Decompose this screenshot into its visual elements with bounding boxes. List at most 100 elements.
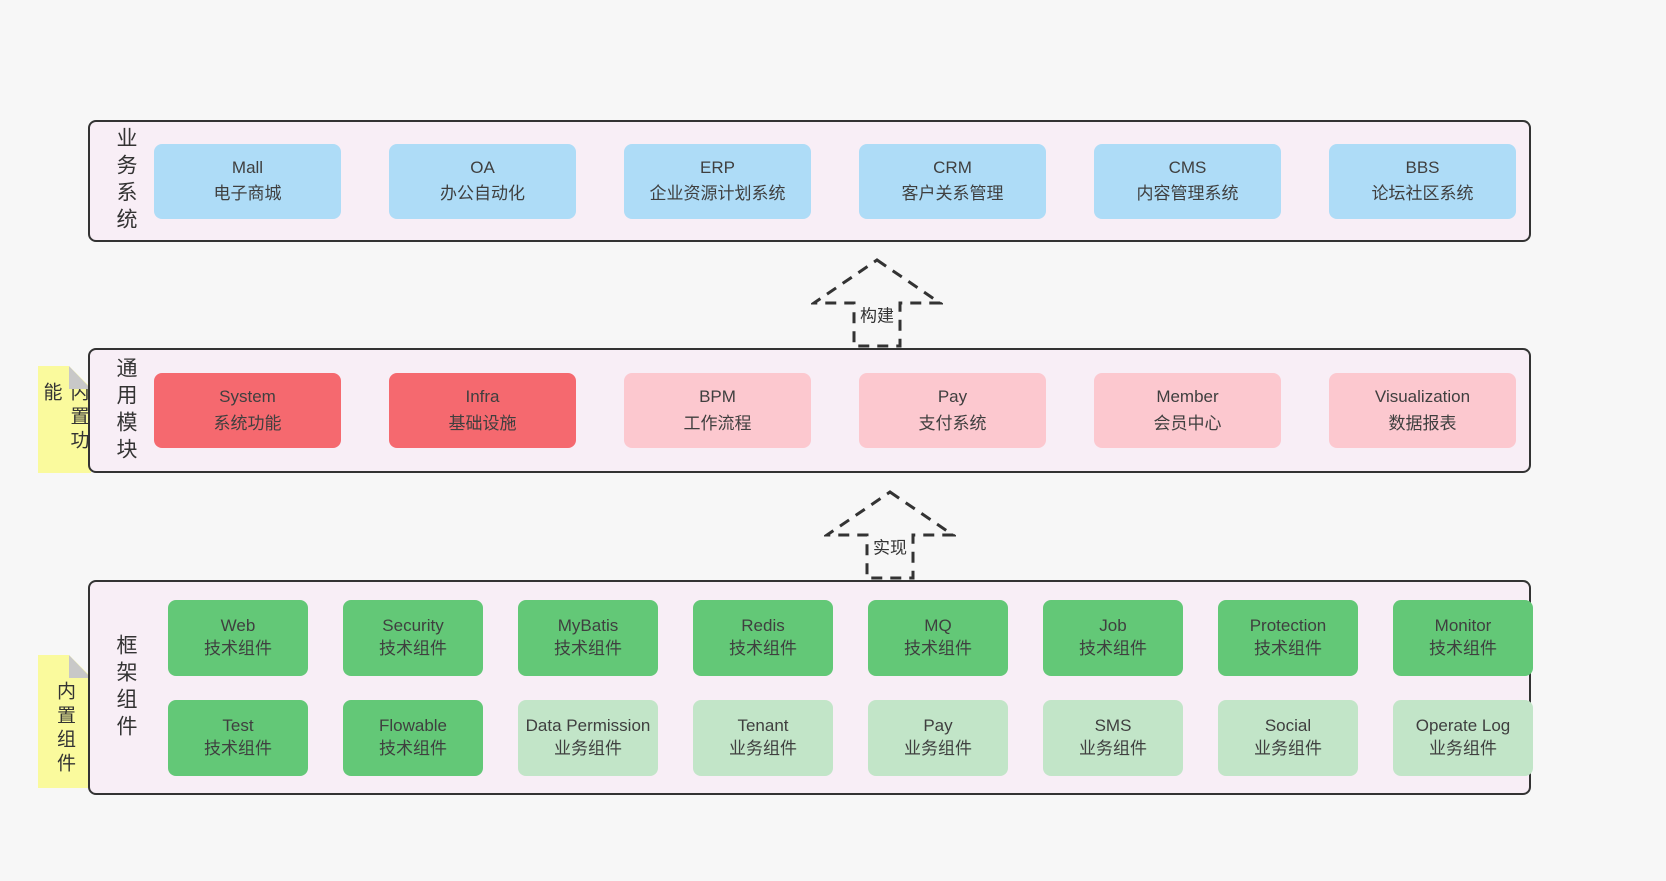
layer-label: 通用模块	[114, 356, 137, 465]
up-arrow-icon	[811, 258, 943, 348]
layer-label: 框架组件	[114, 633, 137, 742]
box-title: Test	[222, 716, 254, 736]
box-subtitle: 论坛社区系统	[1371, 184, 1474, 203]
box-subtitle: 客户关系管理	[901, 184, 1004, 203]
box-title: CRM	[933, 157, 972, 177]
component-box-social: Social 业务组件	[1218, 699, 1358, 776]
box-subtitle: 技术组件	[379, 738, 447, 758]
component-box-flowable: Flowable 技术组件	[343, 699, 483, 776]
sticky-note-label: 内置组件	[54, 681, 75, 777]
box-title: Flowable	[378, 716, 448, 736]
box-title: ERP	[700, 157, 735, 177]
component-row-biz: Test 技术组件 Flowable 技术组件 Data Permission …	[168, 699, 1533, 776]
box-title: Social	[1264, 716, 1312, 736]
box-subtitle: 系统功能	[213, 413, 282, 433]
box-title: MyBatis	[557, 616, 619, 636]
box-title: BPM	[699, 387, 736, 407]
box-title: Tenant	[737, 716, 789, 736]
box-title: System	[219, 387, 276, 407]
layer-business-systems: 业务系统 Mall 电子商城 OA 办公自动化 ERP 企业资源计划系统 CRM…	[88, 120, 1531, 242]
component-box-data-permission: Data Permission 业务组件	[518, 699, 658, 776]
up-arrow-icon	[824, 490, 956, 580]
component-box-web: Web 技术组件	[168, 599, 308, 676]
box-subtitle: 技术组件	[204, 738, 272, 758]
box-subtitle: 电子商城	[213, 184, 282, 203]
box-subtitle: 技术组件	[1429, 638, 1497, 658]
module-box-member: Member 会员中心	[1094, 373, 1281, 448]
box-subtitle: 工作流程	[683, 413, 752, 433]
box-subtitle: 业务组件	[904, 738, 972, 758]
box-subtitle: 内容管理系统	[1136, 184, 1239, 203]
business-box-bbs: BBS 论坛社区系统	[1329, 143, 1516, 219]
sticky-note-builtin-features: 内置功能	[38, 366, 91, 473]
business-box-mall: Mall 电子商城	[154, 143, 341, 219]
box-title: Mall	[231, 157, 264, 177]
business-box-cms: CMS 内容管理系统	[1094, 143, 1281, 219]
component-box-mybatis: MyBatis 技术组件	[518, 599, 658, 676]
layer-label: 业务系统	[114, 127, 137, 235]
box-subtitle: 技术组件	[204, 638, 272, 658]
sticky-note-label: 内置功能	[40, 382, 89, 454]
box-title: OA	[470, 157, 495, 177]
sticky-note-builtin-components: 内置组件	[38, 655, 91, 788]
box-title: BBS	[1405, 157, 1440, 177]
arrow-build: 构建	[811, 257, 943, 349]
business-box-erp: ERP 企业资源计划系统	[624, 143, 811, 219]
box-subtitle: 业务组件	[1429, 738, 1497, 758]
box-title: Web	[220, 616, 256, 636]
box-title: Security	[382, 616, 444, 636]
module-box-system: System 系统功能	[154, 373, 341, 448]
box-subtitle: 办公自动化	[440, 184, 525, 203]
module-boxes: System 系统功能 Infra 基础设施 BPM 工作流程 Pay 支付系统…	[154, 373, 1516, 448]
module-box-infra: Infra 基础设施	[389, 373, 576, 448]
box-subtitle: 业务组件	[1254, 738, 1322, 758]
component-box-operate-log: Operate Log 业务组件	[1393, 699, 1533, 776]
box-subtitle: 会员中心	[1153, 413, 1222, 433]
component-box-sms: SMS 业务组件	[1043, 699, 1183, 776]
layer-framework-components: 框架组件 Web 技术组件 Security 技术组件 MyBatis 技术组件…	[88, 580, 1533, 795]
arrow-label: 实现	[870, 532, 910, 560]
box-subtitle: 企业资源计划系统	[649, 184, 786, 203]
module-box-visualization: Visualization 数据报表	[1329, 373, 1516, 448]
box-subtitle: 技术组件	[1254, 638, 1322, 658]
component-box-security: Security 技术组件	[343, 599, 483, 676]
box-subtitle: 技术组件	[379, 638, 447, 658]
box-title: Pay	[937, 387, 968, 407]
component-box-mq: MQ 技术组件	[868, 599, 1008, 676]
box-title: CMS	[1168, 157, 1207, 177]
box-title: Pay	[923, 716, 953, 736]
component-box-redis: Redis 技术组件	[693, 599, 833, 676]
component-box-test: Test 技术组件	[168, 699, 308, 776]
module-box-pay: Pay 支付系统	[859, 373, 1046, 448]
box-subtitle: 基础设施	[448, 413, 517, 433]
component-box-protection: Protection 技术组件	[1218, 599, 1358, 676]
box-subtitle: 技术组件	[554, 638, 622, 658]
component-row-tech: Web 技术组件 Security 技术组件 MyBatis 技术组件 Redi…	[168, 599, 1533, 676]
module-box-bpm: BPM 工作流程	[624, 373, 811, 448]
box-title: SMS	[1094, 716, 1132, 736]
component-box-monitor: Monitor 技术组件	[1393, 599, 1533, 676]
box-subtitle: 技术组件	[904, 638, 972, 658]
box-subtitle: 数据报表	[1388, 413, 1457, 433]
box-subtitle: 技术组件	[1079, 638, 1147, 658]
box-title: MQ	[924, 616, 952, 636]
box-title: Infra	[465, 387, 500, 407]
arrow-label: 构建	[857, 300, 897, 328]
business-box-crm: CRM 客户关系管理	[859, 143, 1046, 219]
box-title: Monitor	[1434, 616, 1492, 636]
box-subtitle: 支付系统	[918, 413, 987, 433]
box-title: Job	[1099, 616, 1127, 636]
box-subtitle: 业务组件	[1079, 738, 1147, 758]
box-subtitle: 技术组件	[729, 638, 797, 658]
layer-common-modules: 通用模块 System 系统功能 Infra 基础设施 BPM 工作流程 Pay…	[88, 348, 1531, 473]
arrow-implement: 实现	[824, 489, 956, 581]
box-title: Redis	[741, 616, 785, 636]
business-boxes: Mall 电子商城 OA 办公自动化 ERP 企业资源计划系统 CRM 客户关系…	[154, 143, 1516, 219]
component-box-job: Job 技术组件	[1043, 599, 1183, 676]
component-rows: Web 技术组件 Security 技术组件 MyBatis 技术组件 Redi…	[154, 599, 1533, 776]
component-box-pay: Pay 业务组件	[868, 699, 1008, 776]
box-title: Operate Log	[1415, 716, 1511, 736]
component-box-tenant: Tenant 业务组件	[693, 699, 833, 776]
box-title: Member	[1156, 387, 1219, 407]
